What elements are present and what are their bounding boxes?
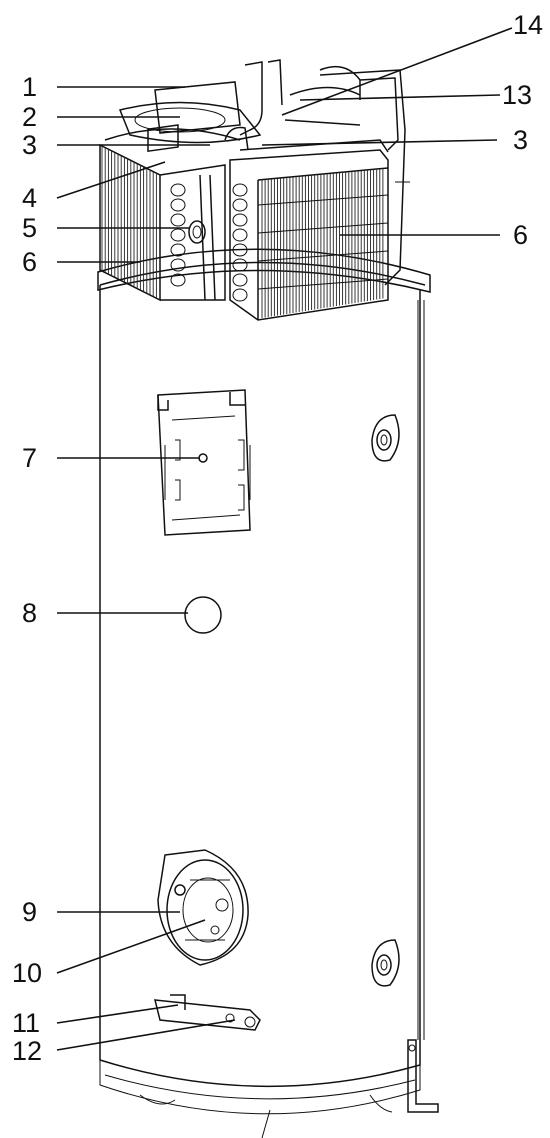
callout-6a: 6 <box>22 247 37 277</box>
tank-body <box>97 248 439 1138</box>
callout-12: 12 <box>12 1036 42 1066</box>
callout-13: 13 <box>502 80 532 110</box>
callout-1: 1 <box>22 72 37 102</box>
upper-right-fitting <box>371 414 400 462</box>
callout-7: 7 <box>22 443 37 473</box>
callout-6b: 6 <box>513 220 528 250</box>
compressor-piping <box>188 59 361 301</box>
fan-cover <box>104 81 262 153</box>
leader-12 <box>56 1019 236 1051</box>
callout-labels: 1 2 3 4 5 6 7 8 9 10 11 12 14 13 3 6 <box>12 10 543 1066</box>
callout-3b: 3 <box>513 125 528 155</box>
leader-4 <box>56 161 166 199</box>
callout-10: 10 <box>12 958 42 988</box>
leader-13 <box>299 94 501 101</box>
callout-11: 11 <box>12 1008 40 1038</box>
leader-lines <box>56 27 513 1051</box>
leader-3b <box>261 139 498 146</box>
callout-9: 9 <box>22 897 37 927</box>
callout-4: 4 <box>22 183 37 213</box>
control-board <box>157 389 251 536</box>
heating-element-flange <box>157 849 249 966</box>
leader-11 <box>56 1004 179 1024</box>
callout-8: 8 <box>22 598 37 628</box>
lower-bracket <box>154 994 261 1031</box>
leader-10 <box>56 919 206 974</box>
callout-14: 14 <box>513 10 543 40</box>
leader-14 <box>281 27 513 116</box>
callout-2: 2 <box>22 102 37 132</box>
lower-right-fitting <box>371 939 400 987</box>
main-evaporator <box>170 139 389 321</box>
sensor-port <box>184 596 222 634</box>
callout-5: 5 <box>22 213 37 243</box>
callout-3a: 3 <box>22 130 37 160</box>
